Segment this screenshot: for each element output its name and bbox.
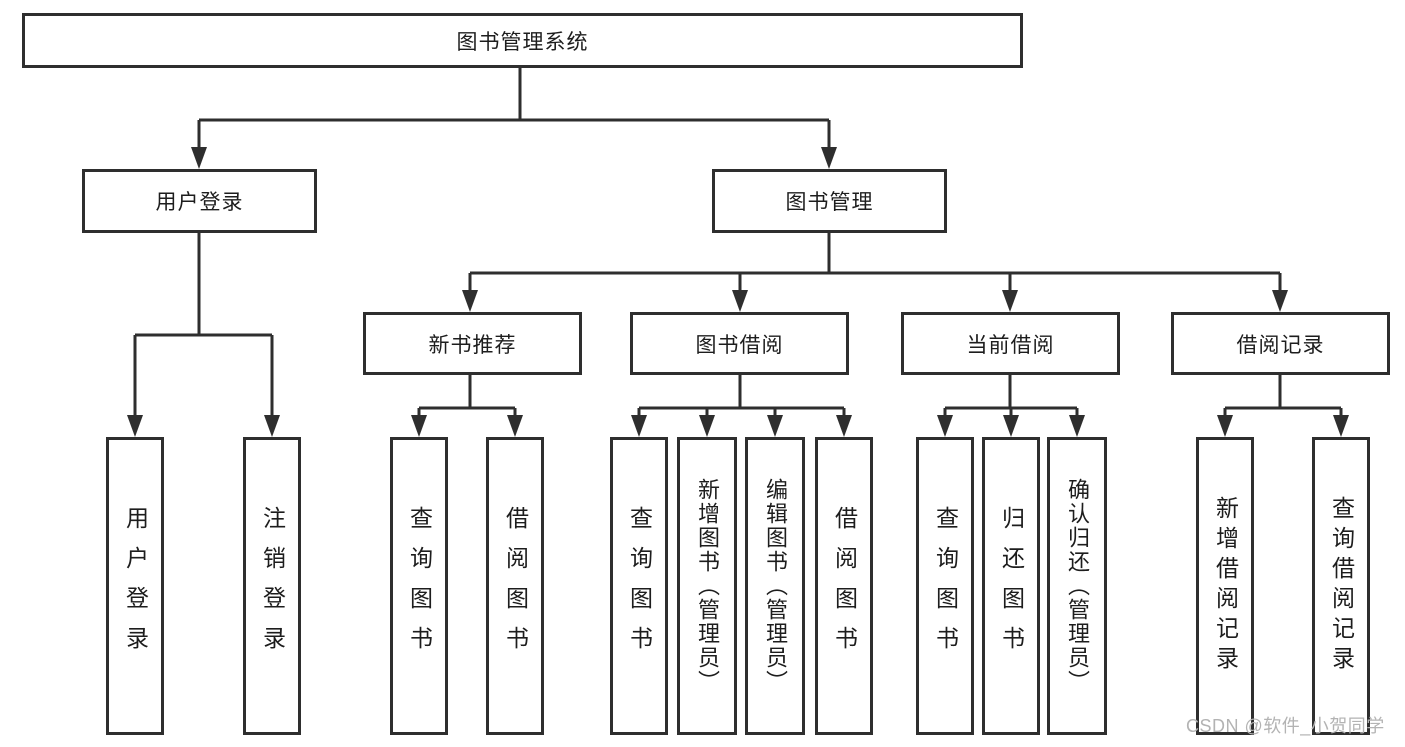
leaf-label: 归还图书 bbox=[998, 506, 1025, 666]
node-current-borrowing: 当前借阅 bbox=[901, 312, 1120, 375]
node-label: 用户登录 bbox=[155, 191, 244, 214]
leaf-records-add-record: 新增借阅记录 bbox=[1196, 437, 1254, 735]
node-label: 图书管理系统 bbox=[456, 30, 589, 54]
leaf-label: 查询图书 bbox=[406, 506, 433, 666]
node-book-borrowing: 图书借阅 bbox=[630, 312, 849, 375]
node-user-login: 用户登录 bbox=[82, 169, 317, 233]
leaf-label: 确认归还（管理员） bbox=[1065, 478, 1090, 694]
leaf-label: 编辑图书（管理员） bbox=[763, 478, 788, 694]
leaf-recommend-borrow-books: 借阅图书 bbox=[486, 437, 544, 735]
leaf-label: 新增借阅记录 bbox=[1212, 496, 1239, 676]
leaf-recommend-query-books: 查询图书 bbox=[390, 437, 448, 735]
leaf-label: 借阅图书 bbox=[831, 506, 858, 666]
node-borrowing-records: 借阅记录 bbox=[1171, 312, 1390, 375]
node-label: 图书借阅 bbox=[695, 333, 784, 357]
node-label: 图书管理 bbox=[785, 191, 874, 214]
leaf-label: 注销登录 bbox=[259, 506, 286, 666]
node-label: 新书推荐 bbox=[428, 333, 517, 357]
leaf-borrowing-borrow-books: 借阅图书 bbox=[815, 437, 873, 735]
node-label: 借阅记录 bbox=[1236, 333, 1325, 357]
leaf-label: 借阅图书 bbox=[502, 506, 529, 666]
leaf-current-query-books: 查询图书 bbox=[916, 437, 974, 735]
leaf-logout: 注销登录 bbox=[243, 437, 301, 735]
tree-edges bbox=[133, 68, 1343, 418]
leaf-current-confirm-return-admin: 确认归还（管理员） bbox=[1047, 437, 1107, 735]
leaf-borrowing-edit-books-admin: 编辑图书（管理员） bbox=[745, 437, 805, 735]
leaf-borrowing-add-books-admin: 新增图书（管理员） bbox=[677, 437, 737, 735]
node-new-book-recommend: 新书推荐 bbox=[363, 312, 582, 375]
node-library-management-system: 图书管理系统 bbox=[22, 13, 1023, 68]
leaf-label: 查询借阅记录 bbox=[1328, 496, 1355, 676]
leaf-current-return-books: 归还图书 bbox=[982, 437, 1040, 735]
leaf-label: 查询图书 bbox=[932, 506, 959, 666]
leaf-records-query-record: 查询借阅记录 bbox=[1312, 437, 1370, 735]
leaf-label: 查询图书 bbox=[626, 506, 653, 666]
leaf-label: 新增图书（管理员） bbox=[695, 478, 720, 694]
leaf-label: 用户登录 bbox=[122, 506, 149, 666]
arrowheads bbox=[127, 147, 1349, 437]
node-book-management: 图书管理 bbox=[712, 169, 947, 233]
leaf-borrowing-query-books: 查询图书 bbox=[610, 437, 668, 735]
node-label: 当前借阅 bbox=[966, 333, 1055, 357]
leaf-user-login: 用户登录 bbox=[106, 437, 164, 735]
csdn-watermark: CSDN @软件_小贺同学 bbox=[1186, 716, 1385, 736]
